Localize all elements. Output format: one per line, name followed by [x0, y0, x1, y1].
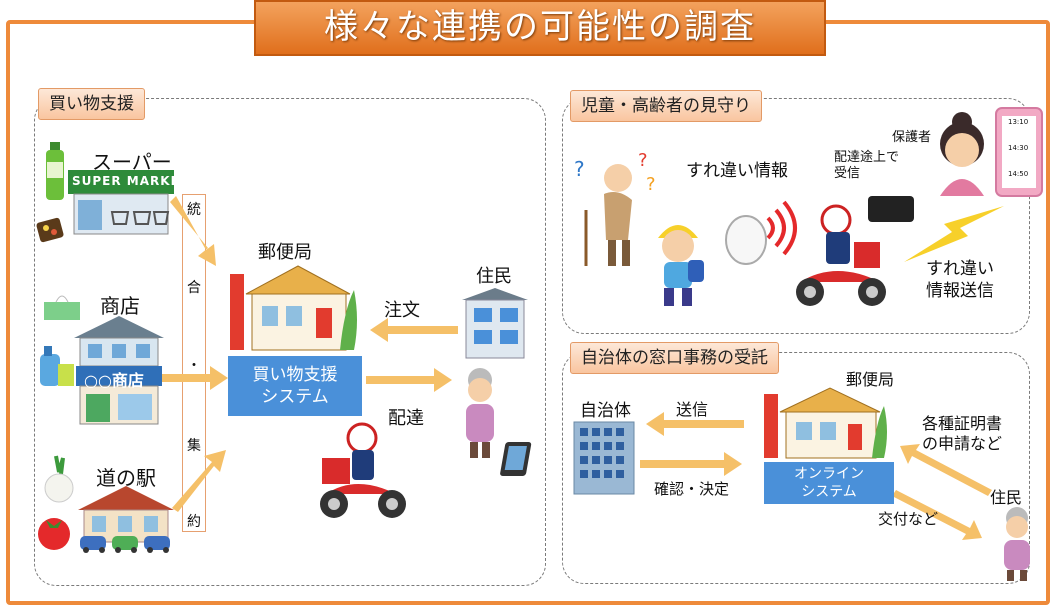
arrow-delivery [366, 368, 452, 392]
arrow-confirm [640, 452, 742, 476]
arrow-store-to-system [162, 366, 228, 390]
municipal-panel [562, 352, 1030, 584]
guardian-icon [940, 112, 984, 196]
watching-panel [562, 98, 1030, 334]
post-office-label: 郵便局 [258, 242, 312, 263]
send-label: 送信 [676, 400, 709, 419]
shop-icon [74, 316, 164, 425]
shopping-support-title: 買い物支援 [38, 88, 145, 120]
supermarket-icon [68, 170, 174, 235]
lightning-icon [904, 206, 1004, 262]
tomato-icon [38, 518, 70, 550]
detergent-icon [40, 346, 74, 386]
beacon-tag-icon [725, 200, 797, 265]
issuance-label: 交付など [878, 510, 939, 528]
municipal-title: 自治体の窓口事務の受託 [570, 342, 779, 374]
svg-text:?: ? [638, 150, 648, 171]
svg-text:?: ? [646, 174, 656, 195]
arrow-issuance [892, 490, 982, 540]
svg-text:?: ? [574, 157, 585, 181]
child-icon [658, 225, 704, 306]
delivery-scooter-icon [320, 422, 406, 518]
elderly-resident-icon [1004, 507, 1030, 581]
receive-during-delivery-label: 配達途上で 受信 [834, 150, 900, 181]
integration-char: ・ [187, 358, 201, 374]
arrow-send [646, 412, 744, 436]
residents-label: 住民 [476, 266, 512, 287]
receiver-device-icon [868, 196, 914, 222]
passing-info-label: すれ違い情報 [686, 161, 788, 181]
arrow-station-to-system [172, 450, 226, 512]
send-passing-info-label: すれ違い 情報送信 [926, 259, 994, 301]
watching-title: 児童・高齢者の見守り [570, 90, 762, 122]
delivery-label: 配達 [388, 408, 424, 429]
smartphone-icon [995, 107, 1043, 197]
green-tea-bottle-icon [46, 142, 64, 200]
post-office-icon [230, 265, 357, 351]
phone-time: 14:50 [1008, 170, 1029, 178]
shopping-support-panel [34, 98, 546, 586]
bento-box-icon [36, 217, 64, 243]
post-office-label-municipal: 郵便局 [846, 370, 895, 389]
shopping-support-system-box: 買い物支援 システム [228, 356, 362, 416]
postman-scooter-icon [796, 204, 886, 306]
apartment-icon [462, 288, 528, 359]
arrow-application [900, 444, 992, 496]
phone-time: 13:10 [1008, 118, 1029, 126]
elderly-man-icon: ? ? ? [574, 150, 656, 266]
tissue-box-icon [44, 295, 80, 320]
order-label: 注文 [384, 300, 420, 321]
integration-char: 合 [187, 280, 201, 296]
integration-char: 統 [187, 202, 201, 218]
store-label: 商店 [100, 294, 140, 318]
municipality-label: 自治体 [580, 401, 631, 421]
store-sign: ○○商店 [84, 371, 144, 390]
arrow-order [370, 318, 458, 342]
integration-char: 集 [187, 438, 201, 454]
post-office-icon-municipal [764, 387, 887, 459]
roadside-station-icon [78, 486, 174, 553]
online-system-box: オンライン システム [764, 462, 894, 504]
phone-time: 14:30 [1008, 144, 1029, 152]
certificates-label: 各種証明書 の申請など [922, 414, 1003, 453]
tablet-icon [500, 442, 532, 476]
arrow-supermarket-to-system [170, 196, 216, 266]
confirm-decide-label: 確認・決定 [654, 480, 730, 498]
residents-label-municipal: 住民 [990, 488, 1023, 507]
supermarket-sign: SUPER MARKET [72, 174, 189, 188]
integration-char: 約 [187, 514, 201, 530]
city-hall-building-icon [573, 421, 635, 495]
page-title: 様々な連携の可能性の調査 [254, 0, 826, 56]
turnip-icon [44, 455, 74, 503]
guardian-label: 保護者 [892, 130, 932, 145]
elderly-woman-icon [466, 368, 494, 458]
